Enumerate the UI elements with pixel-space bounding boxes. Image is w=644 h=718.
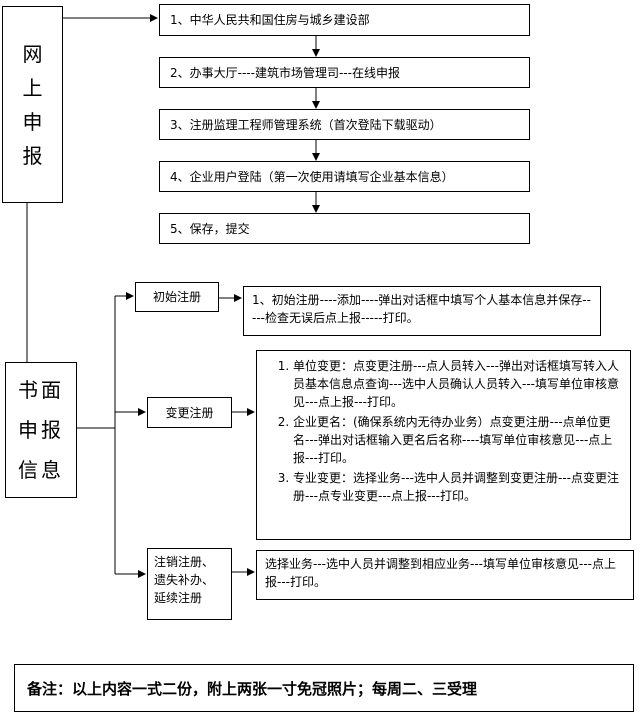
step-5-text: 5、保存，提交 <box>170 221 250 236</box>
change-registration-label: 变更注册 <box>147 397 232 428</box>
change-item: 专业变更：选择业务---选中人员并调整到变更注册---点变更注册---点专业变更… <box>293 469 622 505</box>
paper-title-line: 申报 <box>18 418 64 442</box>
remark-text: 备注：以上内容一式二份，附上两张一寸免冠照片；每周二、三受理 <box>27 679 478 698</box>
online-title-char: 上 <box>22 75 43 100</box>
change-registration-text: 变更注册 <box>165 405 214 420</box>
initial-registration-detail: 1、初始注册----添加----弹出对话框中填写个人基本信息并保存-----检查… <box>243 286 601 336</box>
online-filing-title: 网 上 申 报 <box>2 6 63 203</box>
online-title-char: 报 <box>22 143 43 168</box>
online-title-char: 网 <box>22 41 43 66</box>
step-1-text: 1、中华人民共和国住房与城乡建设部 <box>170 13 370 27</box>
cancel-label-line: 延续注册 <box>154 591 203 605</box>
paper-title-line: 书面 <box>18 378 64 402</box>
remark-note: 备注：以上内容一式二份，附上两张一寸免冠照片；每周二、三受理 <box>14 664 634 712</box>
paper-filing-title: 书面 申报 信息 <box>5 362 77 498</box>
step-2-text: 2、办事大厅----建筑市场管理司---在线申报 <box>170 65 400 80</box>
step-5-box: 5、保存，提交 <box>159 213 530 244</box>
initial-registration-text: 初始注册 <box>152 290 201 304</box>
cancel-label-line: 注销注册、 <box>154 555 215 569</box>
initial-registration-label: 初始注册 <box>135 282 219 312</box>
step-1-box: 1、中华人民共和国住房与城乡建设部 <box>159 4 530 36</box>
change-item: 单位变更：点变更注册---点人员转入---弹出对话框填写转入人员基本信息点查询-… <box>293 357 622 411</box>
step-3-text: 3、注册监理工程师管理系统（首次登陆下载驱动） <box>170 117 442 132</box>
step-2-box: 2、办事大厅----建筑市场管理司---在线申报 <box>159 57 530 88</box>
paper-title-line: 信息 <box>18 458 64 482</box>
cancel-registration-detail: 选择业务---选中人员并调整到相应业务---填写单位审核意见---点上报---打… <box>256 550 634 600</box>
change-item: 企业更名：(确保系统内无待办业务）点变更注册---点单位更名---弹出对话框输入… <box>293 413 622 467</box>
change-registration-detail: 单位变更：点变更注册---点人员转入---弹出对话框填写转入人员基本信息点查询-… <box>256 350 631 540</box>
cancel-label-line: 遗失补办、 <box>154 573 215 587</box>
cancel-detail-text: 选择业务---选中人员并调整到相应业务---填写单位审核意见---点上报---打… <box>265 557 616 589</box>
cancel-registration-label: 注销注册、 遗失补办、 延续注册 <box>147 548 232 620</box>
step-4-box: 4、企业用户登陆（第一次使用请填写企业基本信息） <box>159 161 530 192</box>
step-3-box: 3、注册监理工程师管理系统（首次登陆下载驱动） <box>159 109 530 140</box>
initial-detail-text: 1、初始注册----添加----弹出对话框中填写个人基本信息并保存-----检查… <box>252 293 591 325</box>
online-title-char: 申 <box>22 109 43 134</box>
step-4-text: 4、企业用户登陆（第一次使用请填写企业基本信息） <box>170 169 454 184</box>
